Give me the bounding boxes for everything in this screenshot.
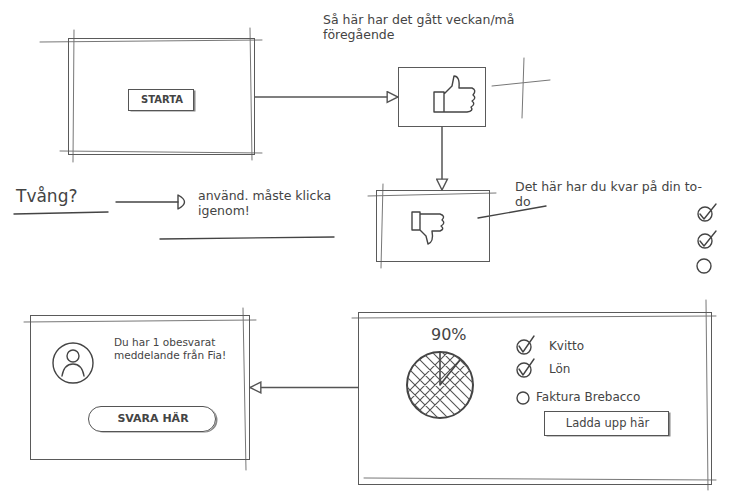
- pencil-stroke: [368, 193, 496, 196]
- flow-arrow: [250, 387, 358, 389]
- node-text-block: Faktura Brebacco: [536, 390, 706, 404]
- leader-line: [478, 206, 546, 218]
- pencil-stroke: [73, 30, 74, 162]
- underline: [160, 237, 334, 239]
- node-text-block: Lön: [549, 362, 669, 376]
- stats-screen: 90% KvittoLönFaktura BrebaccoLadda upp hä…: [358, 312, 712, 485]
- pencil-stroke: [243, 308, 246, 470]
- thumbs-up-icon: [434, 76, 475, 112]
- node-text: Ladda upp här: [545, 417, 670, 431]
- pie-slice: [440, 352, 460, 385]
- screen-frame: STARTA: [68, 38, 255, 155]
- avatar-body: [62, 364, 84, 376]
- pencil-stroke: [40, 40, 262, 42]
- check-mark: [700, 204, 716, 219]
- note-text: Tvång?: [16, 186, 116, 206]
- check-mark: [519, 359, 534, 375]
- pencil-stroke: [352, 316, 716, 318]
- checkbox: [517, 392, 529, 404]
- upload-button: Ladda upp här: [544, 411, 669, 436]
- pencil-stroke: [24, 320, 256, 322]
- pencil-stroke: [60, 151, 262, 153]
- flow-arrow: [441, 127, 443, 190]
- pencil-stroke: [364, 478, 716, 480]
- note-arrow: [116, 201, 178, 202]
- pencil-stroke: [706, 300, 708, 490]
- pie-hatching: [400, 340, 490, 430]
- node-text-block: Kvitto: [549, 339, 669, 353]
- node-text: Så här har det gått veckan/må föregående: [323, 12, 528, 42]
- checkbox: [697, 259, 711, 273]
- note-text: använd. måste klicka igenom!: [198, 188, 338, 218]
- check-mark: [700, 231, 716, 246]
- avatar-head: [67, 350, 79, 362]
- node-text: Det här har du kvar på din to-do: [515, 179, 710, 209]
- flow-arrow: [255, 96, 398, 98]
- note-arrowhead: [178, 195, 185, 209]
- pencil-stroke: [250, 28, 252, 160]
- pencil-stroke: [492, 80, 550, 86]
- avatar-circle: [53, 343, 93, 383]
- node-text: STARTA: [129, 94, 195, 106]
- node-text: Du har 1 obesvarat meddelande från Fia!: [114, 336, 229, 361]
- node-text-block: 90%: [431, 325, 491, 344]
- feedback-screen: Så här har det gått veckan/må föregående: [398, 67, 486, 127]
- todo-screen: Det här har du kvar på din to-do: [376, 190, 490, 262]
- pie-chart: [407, 352, 473, 418]
- reply-button: SVARA HÄR: [88, 406, 216, 432]
- pencil-stroke: [381, 184, 383, 268]
- underline: [14, 212, 108, 214]
- start-button: STARTA: [128, 89, 194, 111]
- message-screen: Du har 1 obesvarat meddelande från Fia! S…: [30, 315, 250, 460]
- check-mark: [519, 336, 534, 352]
- node-text: SVARA HÄR: [89, 412, 217, 425]
- thumbs-down-icon: [412, 212, 444, 244]
- pencil-stroke: [522, 58, 524, 118]
